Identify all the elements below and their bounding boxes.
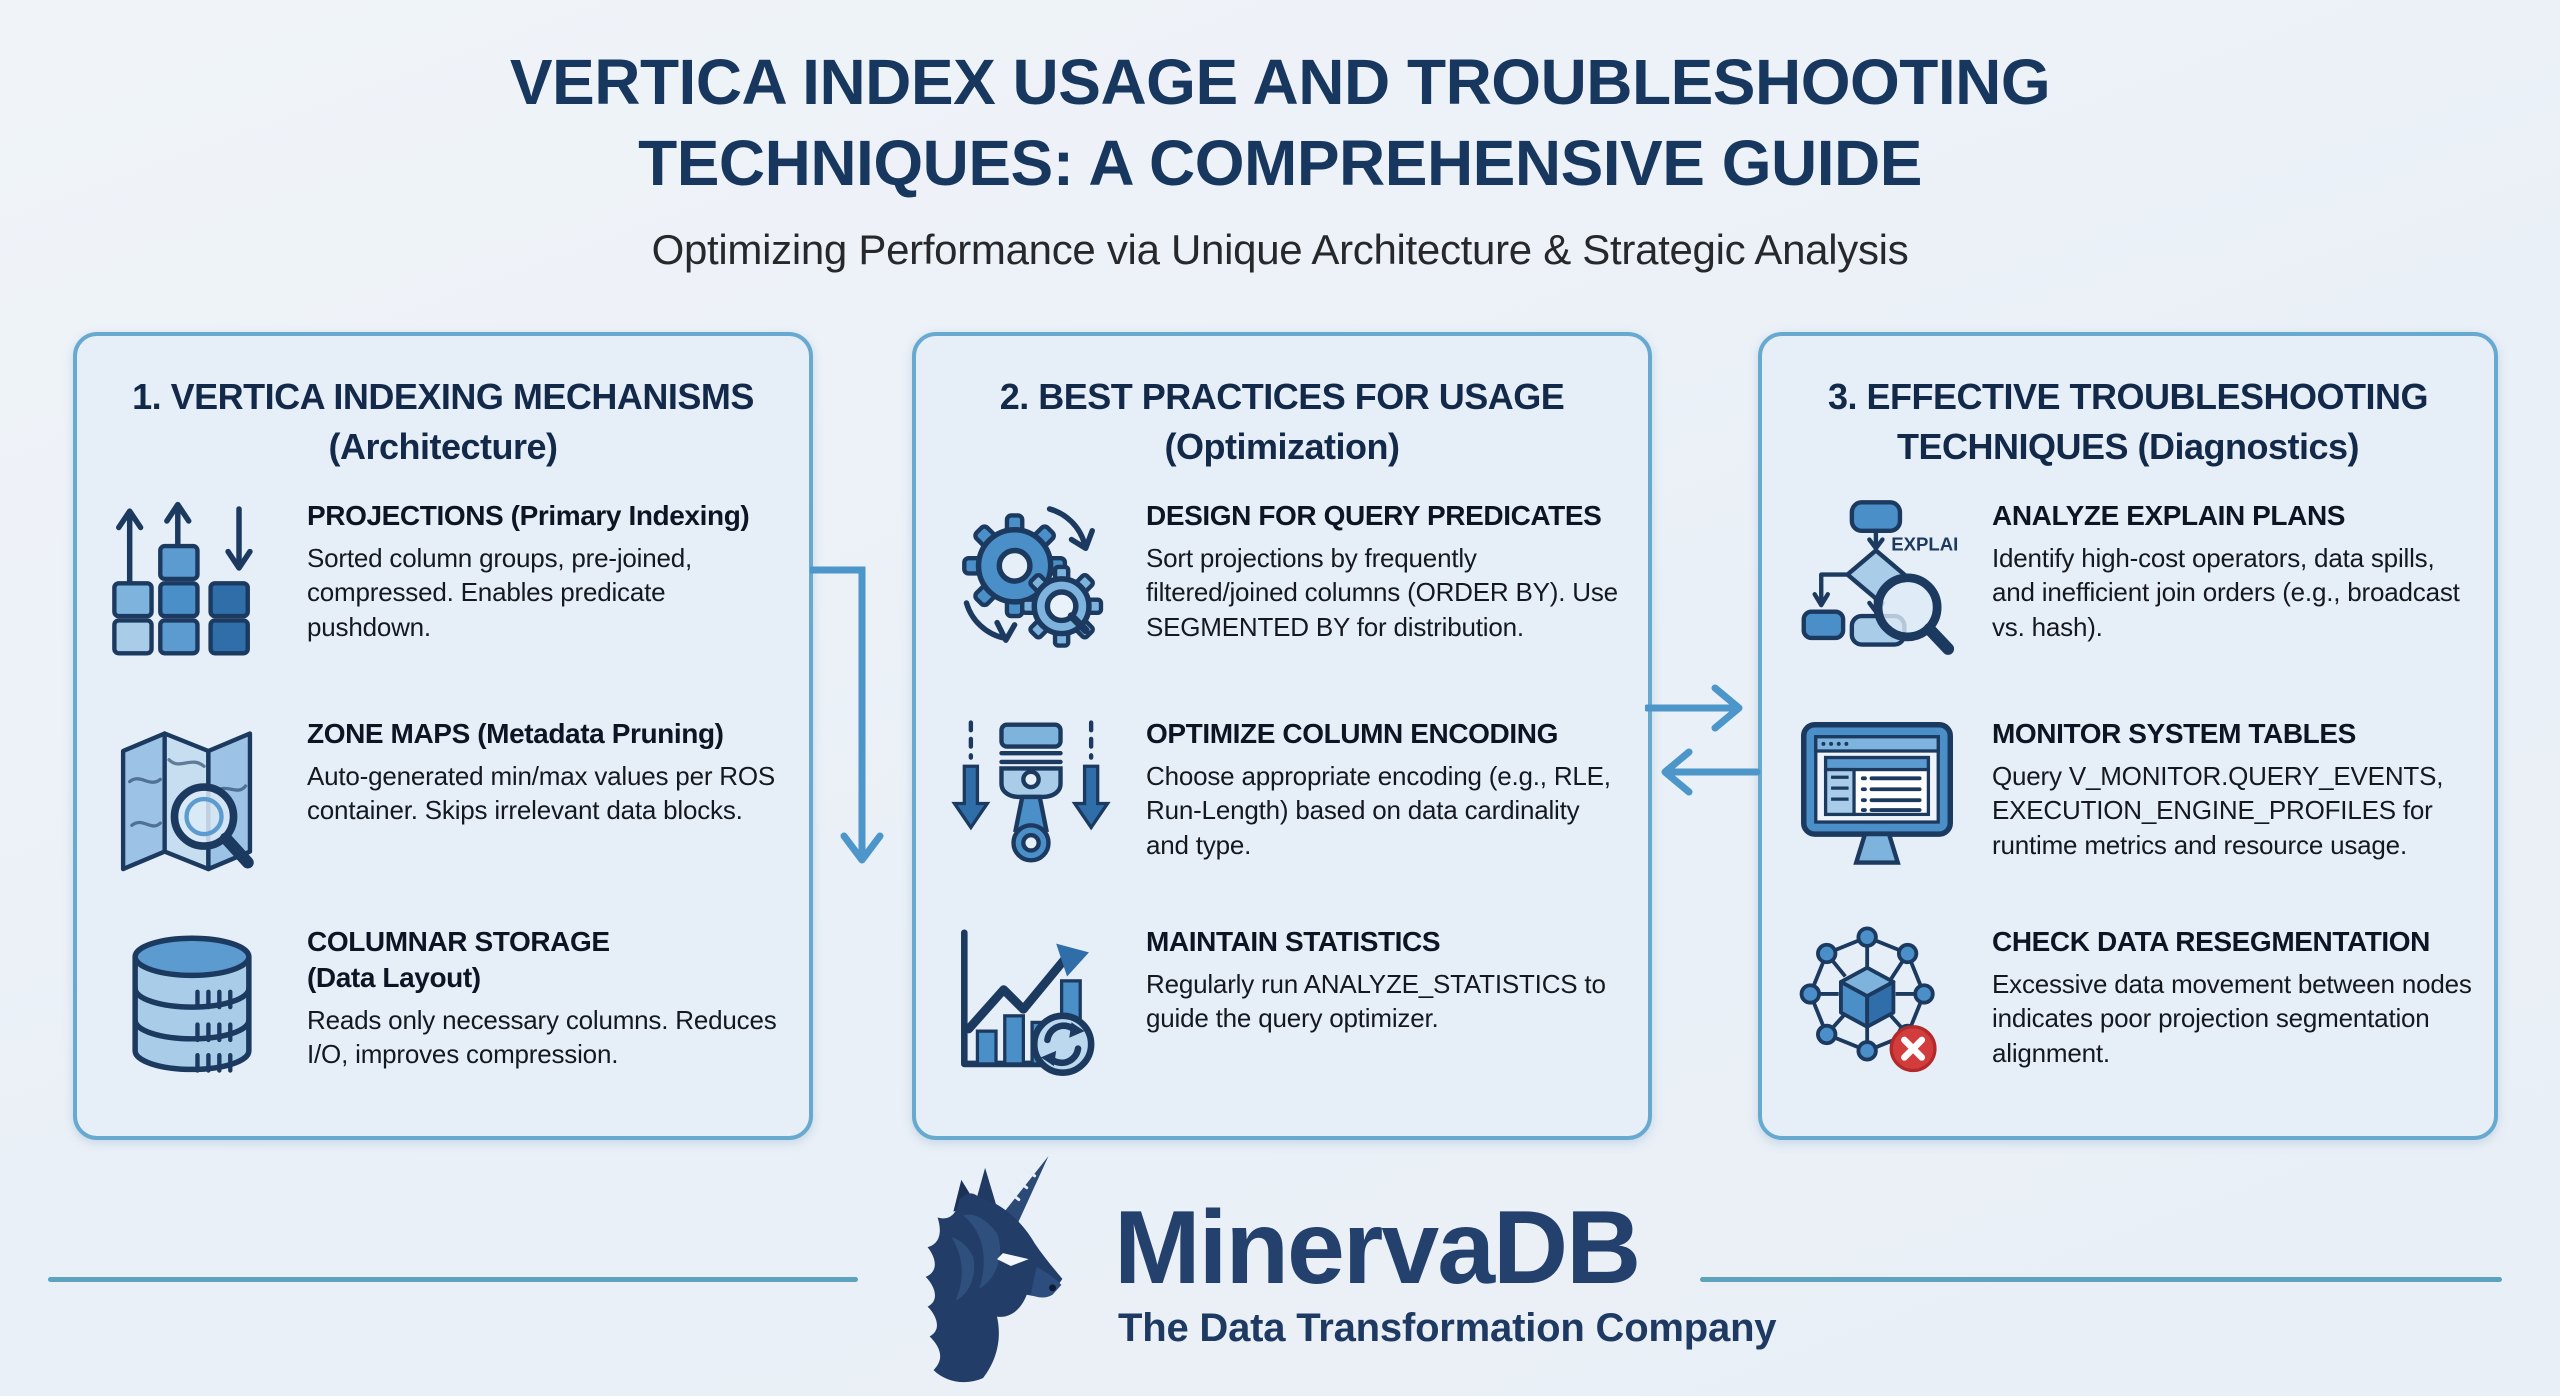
zone-map-icon [103,712,281,884]
panel-3-heading-line2: TECHNIQUES (Diagnostics) [1896,426,2360,468]
explain-plan-icon: EXPLAIN [1788,494,1966,666]
item-columnar-storage: COLUMNAR STORAGE (Data Layout) Reads onl… [103,920,787,1092]
item-zone-maps-text: ZONE MAPS (Metadata Pruning) Auto-genera… [307,712,787,828]
panel-1-heading-line1: 1. VERTICA INDEXING MECHANISMS [132,376,754,417]
item-explain-plans-text: ANALYZE EXPLAIN PLANS Identify high-cost… [1992,494,2472,645]
item-zone-maps: ZONE MAPS (Metadata Pruning) Auto-genera… [103,712,787,884]
item-body: Auto-generated min/max values per ROS co… [307,760,776,826]
connector-panel2-panel3-arrows [1645,684,1761,796]
page-subtitle: Optimizing Performance via Unique Archit… [651,226,1909,273]
explain-label: EXPLAIN [1891,533,1959,554]
item-system-tables-text: MONITOR SYSTEM TABLES Query V_MONITOR.QU… [1992,712,2472,863]
item-column-encoding-text: OPTIMIZE COLUMN ENCODING Choose appropri… [1146,712,1626,863]
panel-1-heading-line2: (Architecture) [328,426,558,468]
panel-2-heading-line1: 2. BEST PRACTICES FOR USAGE [999,376,1565,417]
gears-magnifier-icon [942,494,1120,666]
item-title: MONITOR SYSTEM TABLES [1992,718,2356,749]
item-body: Sort projections by frequently filtered/… [1146,542,1618,642]
item-body: Query V_MONITOR.QUERY_EVENTS, EXECUTION_… [1992,760,2444,860]
unicorn-logo [925,1156,1063,1383]
item-body: Regularly run ANALYZE_STATISTICS to guid… [1146,968,1606,1034]
item-title: COLUMNAR STORAGE [307,926,610,957]
panel-indexing-mechanisms: 1. VERTICA INDEXING MECHANISMS (Architec… [73,332,813,1140]
item-query-predicates: DESIGN FOR QUERY PREDICATES Sort project… [942,494,1626,666]
statistics-chart-icon [942,920,1120,1092]
piston-icon [942,712,1120,884]
item-projections: PROJECTIONS (Primary Indexing) Sorted co… [103,494,787,666]
item-body: Identify high-cost operators, data spill… [1992,542,2460,642]
item-projections-text: PROJECTIONS (Primary Indexing) Sorted co… [307,494,787,645]
panel-3-heading-line1: 3. EFFECTIVE TROUBLESHOOTING [1827,376,2429,417]
item-title: OPTIMIZE COLUMN ENCODING [1146,718,1558,749]
item-title: CHECK DATA RESEGMENTATION [1992,926,2430,957]
item-title: ZONE MAPS (Metadata Pruning) [307,718,724,749]
brand-tagline: The Data Transformation Company [1118,1306,1777,1350]
item-query-predicates-text: DESIGN FOR QUERY PREDICATES Sort project… [1146,494,1626,645]
panel-best-practices: 2. BEST PRACTICES FOR USAGE (Optimizatio… [912,332,1652,1140]
item-title-line2: (Data Layout) [307,961,481,993]
item-explain-plans: EXPLAIN ANALYZE EXPLAIN PLANS Identify h… [1788,494,2472,666]
panel-1-heading: 1. VERTICA INDEXING MECHANISMS (Architec… [77,372,809,473]
footer-divider-left [48,1277,858,1282]
item-title: MAINTAIN STATISTICS [1146,926,1441,957]
projections-icon [103,494,281,666]
item-title: DESIGN FOR QUERY PREDICATES [1146,500,1602,531]
panel-2-heading: 2. BEST PRACTICES FOR USAGE (Optimizatio… [916,372,1648,473]
item-maintain-statistics-text: MAINTAIN STATISTICS Regularly run ANALYZ… [1146,920,1626,1036]
panel-3-heading: 3. EFFECTIVE TROUBLESHOOTING TECHNIQUES … [1762,372,2494,473]
monitor-table-icon [1788,712,1966,884]
connector-panel1-to-panel2-arrow [810,566,884,864]
item-columnar-storage-text: COLUMNAR STORAGE (Data Layout) Reads onl… [307,920,787,1072]
brand-wordmark: MinervaDB [1114,1190,1641,1306]
item-title: ANALYZE EXPLAIN PLANS [1992,500,2346,531]
page-title: VERTICA INDEX USAGE AND TROUBLESHOOTING … [0,42,2560,205]
panel-2-heading-line2: (Optimization) [1164,426,1400,468]
panel-troubleshooting: 3. EFFECTIVE TROUBLESHOOTING TECHNIQUES … [1758,332,2498,1140]
item-title: PROJECTIONS (Primary Indexing) [307,500,750,531]
item-system-tables: MONITOR SYSTEM TABLES Query V_MONITOR.QU… [1788,712,2472,884]
item-column-encoding: OPTIMIZE COLUMN ENCODING Choose appropri… [942,712,1626,884]
item-maintain-statistics: MAINTAIN STATISTICS Regularly run ANALYZ… [942,920,1626,1092]
item-body: Sorted column groups, pre-joined, compre… [307,542,693,642]
page-title-line1: VERTICA INDEX USAGE AND TROUBLESHOOTING [509,46,2051,118]
item-resegmentation-text: CHECK DATA RESEGMENTATION Excessive data… [1992,920,2472,1071]
item-body: Reads only necessary columns. Reduces I/… [307,1004,777,1070]
page-title-line2: TECHNIQUES: A COMPREHENSIVE GUIDE [638,127,1922,200]
item-body: Excessive data movement between nodes in… [1992,968,2472,1068]
item-resegmentation: CHECK DATA RESEGMENTATION Excessive data… [1788,920,2472,1092]
item-body: Choose appropriate encoding (e.g., RLE, … [1146,760,1611,860]
network-error-icon [1788,920,1966,1092]
columnar-storage-icon [103,920,281,1092]
footer-divider-right [1700,1277,2502,1282]
